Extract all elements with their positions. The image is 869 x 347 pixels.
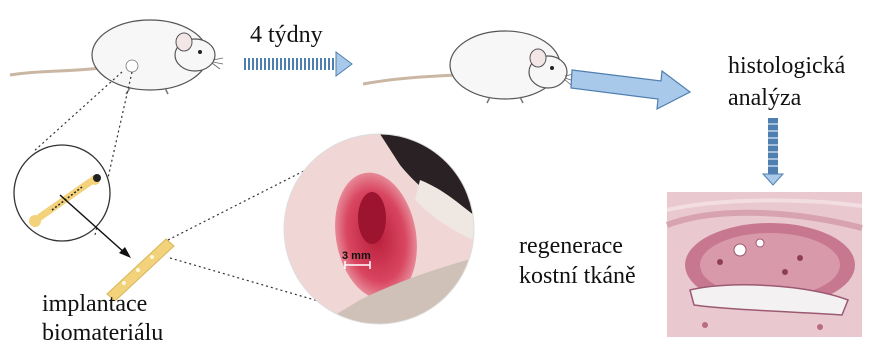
scale-bar-label: 3 mm (342, 250, 371, 262)
implant-label-line1: implantace (42, 291, 147, 317)
rat-icon (10, 20, 223, 94)
regeneration-label-line2: kostní tkáně (519, 263, 636, 289)
analysis-label-line1: histologická (728, 53, 845, 79)
histology-image (667, 192, 862, 337)
implant-label-line2: biomateriálu (42, 320, 163, 346)
time-arrow-icon (244, 52, 352, 76)
duration-label: 4 týdny (250, 22, 323, 48)
surgery-photo (284, 134, 474, 324)
rat-icon-after (363, 31, 574, 103)
block-arrow-icon (571, 70, 690, 109)
analysis-label-line2: analýza (728, 85, 801, 111)
regeneration-label-line1: regenerace (519, 233, 623, 259)
down-arrow-icon (763, 118, 783, 185)
